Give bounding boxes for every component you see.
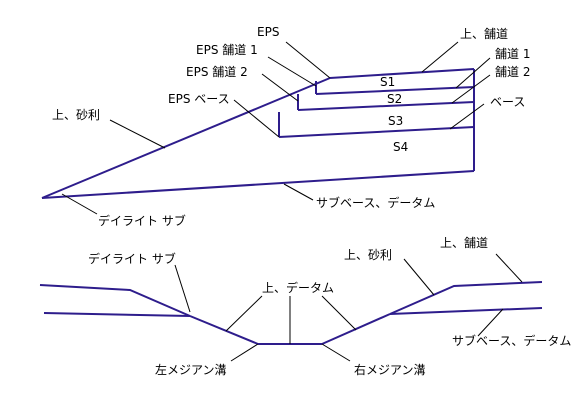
label-layer-s2: S2: [387, 92, 402, 106]
top-section-leaders: [61, 41, 491, 215]
top-pave-line: [329, 68, 475, 79]
eps-pave2-line: [297, 101, 475, 111]
label-bottom-top-datum: 上、データム: [262, 280, 334, 295]
label-pave1: 舗道 1: [495, 47, 530, 61]
gravel-slope-line: [41, 77, 331, 199]
label-eps-pave1: EPS 舗道 1: [196, 43, 258, 57]
leader-top-gravel: [109, 119, 166, 149]
label-layer-s4: S4: [393, 140, 408, 154]
left-upper-surface: [39, 284, 191, 317]
leader-right-ditch: [321, 343, 351, 362]
label-bottom-top-gravel: 上、砂利: [344, 248, 392, 262]
top-section-labels: EPS EPS 舗道 1 EPS 舗道 2 EPS ベース 上、砂利 デイライト…: [52, 25, 530, 228]
leader-pave2: [451, 74, 491, 104]
leader-base: [449, 103, 485, 130]
label-bottom-daylight-sub: デイライト サブ: [88, 251, 176, 266]
leader-top-pave: [421, 41, 459, 73]
leader-bottom-datum-left: [225, 295, 263, 332]
label-pave2: 舗道 2: [495, 65, 530, 79]
label-right-ditch: 右メジアン溝: [354, 362, 426, 377]
label-subbase-datum: サブベース、データム: [316, 195, 435, 210]
label-eps-pave2: EPS 舗道 2: [186, 65, 248, 79]
leader-eps: [285, 41, 331, 79]
leader-bottom-datum-right: [321, 295, 357, 331]
leader-bottom-subbase-datum: [477, 308, 504, 337]
leader-eps-pave1: [267, 56, 317, 87]
bottom-section-labels: デイライト サブ 上、データム 上、砂利 上、舗道 サブベース、データム 左メジ…: [88, 236, 571, 377]
label-eps: EPS: [257, 25, 279, 39]
eps-pave1-line: [315, 86, 475, 95]
label-top-pave: 上、舗道: [460, 27, 508, 41]
right-lower-surface: [389, 307, 543, 315]
left-lower-surface: [43, 312, 191, 317]
subbase-datum-line: [41, 170, 475, 199]
leader-bottom-top-gravel: [403, 258, 435, 296]
label-daylight-sub: デイライト サブ: [98, 213, 186, 228]
label-layer-s3: S3: [388, 114, 403, 128]
leader-bottom-top-pave: [495, 253, 523, 283]
right-upper-surface: [389, 281, 543, 315]
leader-pave1: [455, 57, 491, 89]
right-ditch-slope: [321, 313, 391, 345]
label-bottom-subbase-datum: サブベース、データム: [452, 333, 571, 348]
eps-base-line: [278, 126, 475, 138]
label-base: ベース: [490, 95, 525, 109]
label-top-gravel: 上、砂利: [52, 108, 100, 122]
leader-eps-pave2: [261, 73, 299, 102]
bottom-section-structure: [39, 281, 543, 345]
leader-daylight-sub: [61, 193, 98, 215]
leader-bottom-daylight-sub: [174, 264, 191, 313]
leader-left-ditch: [230, 343, 259, 362]
label-left-ditch: 左メジアン溝: [155, 362, 227, 377]
leader-eps-base: [233, 99, 280, 138]
bottom-section: デイライト サブ 上、データム 上、砂利 上、舗道 サブベース、データム 左メジ…: [39, 236, 571, 377]
bottom-section-leaders: [174, 253, 523, 362]
label-layer-s1: S1: [380, 75, 395, 89]
top-section: EPS EPS 舗道 1 EPS 舗道 2 EPS ベース 上、砂利 デイライト…: [41, 25, 530, 228]
top-section-structure: [41, 68, 475, 199]
leader-subbase-datum: [283, 183, 314, 201]
left-ditch-slope: [189, 315, 259, 345]
label-bottom-top-pave: 上、舗道: [440, 236, 488, 250]
label-eps-base: EPS ベース: [168, 92, 230, 106]
